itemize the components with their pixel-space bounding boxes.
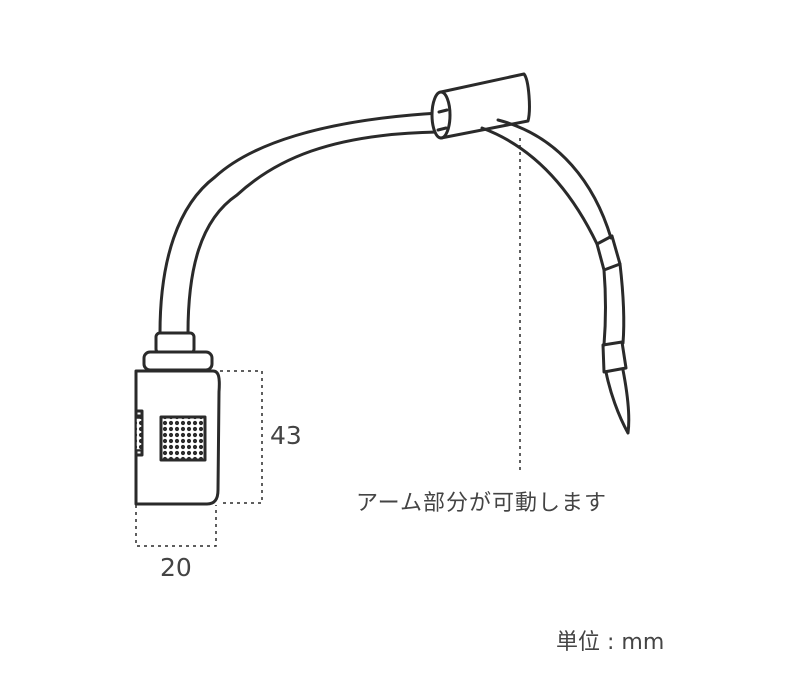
height-dimension-label: 43 bbox=[270, 421, 302, 450]
width-guide-lines bbox=[135, 505, 217, 547]
width-dimension-label: 20 bbox=[160, 553, 192, 582]
height-guide-lines bbox=[219, 370, 263, 504]
arm-note-label: アーム部分が可動します bbox=[356, 491, 608, 516]
unit-label: 単位 : mm bbox=[556, 630, 665, 655]
connector bbox=[430, 72, 531, 140]
movable-arm bbox=[480, 118, 631, 435]
side-slot bbox=[135, 417, 143, 451]
mesh-window bbox=[159, 415, 207, 462]
cable bbox=[158, 111, 441, 335]
capsule-neck bbox=[142, 331, 214, 372]
